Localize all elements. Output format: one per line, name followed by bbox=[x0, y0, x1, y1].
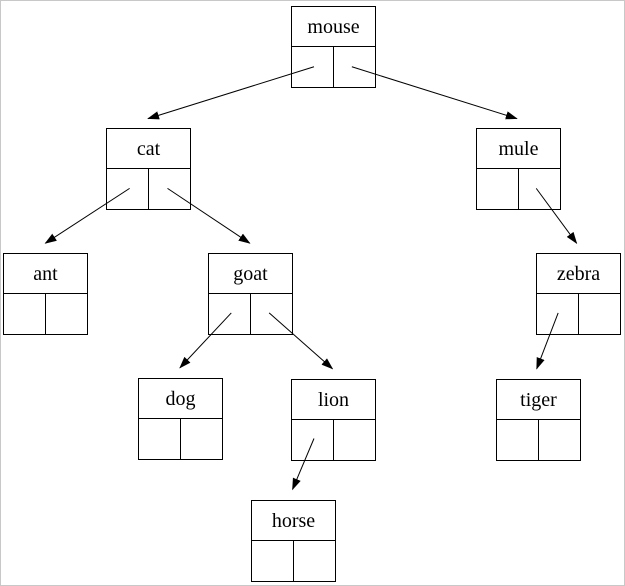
left-pointer-cell bbox=[476, 168, 519, 210]
left-pointer-cell bbox=[496, 419, 539, 461]
right-pointer-cell bbox=[45, 293, 88, 335]
tree-node-label: lion bbox=[291, 379, 376, 420]
tree-node-pointer-cells bbox=[106, 168, 191, 210]
right-pointer-cell bbox=[250, 293, 293, 335]
left-pointer-cell bbox=[251, 540, 294, 582]
right-pointer-cell bbox=[333, 46, 376, 88]
tree-node-label: ant bbox=[3, 253, 88, 294]
tree-node-pointer-cells bbox=[496, 419, 581, 461]
left-pointer-cell bbox=[291, 419, 334, 461]
left-pointer-cell bbox=[291, 46, 334, 88]
tree-node-pointer-cells bbox=[536, 293, 621, 335]
tree-node-pointer-cells bbox=[208, 293, 293, 335]
tree-node-label: zebra bbox=[536, 253, 621, 294]
tree-node-pointer-cells bbox=[291, 46, 376, 88]
tree-node-cat: cat bbox=[106, 128, 191, 210]
tree-node-label: mule bbox=[476, 128, 561, 169]
tree-node-label: goat bbox=[208, 253, 293, 294]
right-pointer-cell bbox=[180, 418, 223, 460]
tree-node-lion: lion bbox=[291, 379, 376, 461]
right-pointer-cell bbox=[518, 168, 561, 210]
left-pointer-cell bbox=[536, 293, 579, 335]
tree-node-ant: ant bbox=[3, 253, 88, 335]
tree-node-pointer-cells bbox=[291, 419, 376, 461]
tree-node-label: dog bbox=[138, 378, 223, 419]
right-pointer-cell bbox=[148, 168, 191, 210]
tree-edge-mouse-right-mule bbox=[351, 66, 518, 120]
tree-node-mule: mule bbox=[476, 128, 561, 210]
tree-node-pointer-cells bbox=[251, 540, 336, 582]
tree-node-pointer-cells bbox=[3, 293, 88, 335]
tree-node-mouse: mouse bbox=[291, 6, 376, 88]
left-pointer-cell bbox=[3, 293, 46, 335]
left-pointer-cell bbox=[138, 418, 181, 460]
tree-node-pointer-cells bbox=[476, 168, 561, 210]
right-pointer-cell bbox=[538, 419, 581, 461]
tree-node-goat: goat bbox=[208, 253, 293, 335]
right-pointer-cell bbox=[333, 419, 376, 461]
left-pointer-cell bbox=[208, 293, 251, 335]
tree-node-tiger: tiger bbox=[496, 379, 581, 461]
tree-node-pointer-cells bbox=[138, 418, 223, 460]
tree-node-label: tiger bbox=[496, 379, 581, 420]
tree-node-horse: horse bbox=[251, 500, 336, 582]
left-pointer-cell bbox=[106, 168, 149, 210]
right-pointer-cell bbox=[293, 540, 336, 582]
tree-node-label: mouse bbox=[291, 6, 376, 47]
tree-node-label: cat bbox=[106, 128, 191, 169]
right-pointer-cell bbox=[578, 293, 621, 335]
tree-node-dog: dog bbox=[138, 378, 223, 460]
tree-node-zebra: zebra bbox=[536, 253, 621, 335]
tree-node-label: horse bbox=[251, 500, 336, 541]
tree-edge-mouse-left-cat bbox=[147, 66, 315, 120]
